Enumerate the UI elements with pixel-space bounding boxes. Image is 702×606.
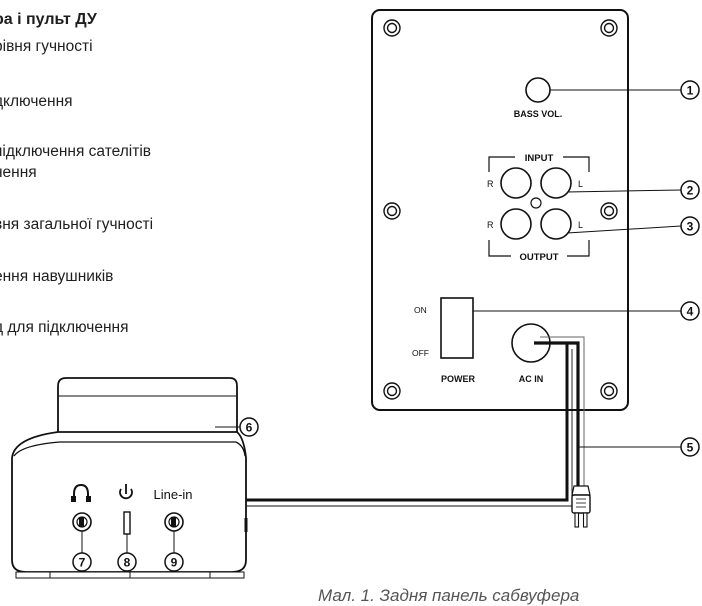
callout-8 [117, 552, 137, 572]
bass-volume-knob [525, 77, 551, 103]
screw-top-left [383, 19, 401, 37]
callout-8-label: 8 [124, 556, 131, 570]
callout-4 [680, 301, 700, 321]
callout-9-label: 9 [171, 556, 178, 570]
power-label: POWER [441, 374, 476, 384]
power-icon [119, 484, 133, 500]
ground-post [530, 197, 542, 209]
rca-jacks [500, 167, 572, 240]
remote-controller [11, 377, 248, 579]
callout-leaders [81, 89, 682, 553]
screw-bottom-right [600, 382, 618, 400]
input-r-jack [500, 167, 532, 199]
screw-mid-left [383, 202, 401, 220]
spec-item-5: вня загальної гучності [0, 216, 154, 233]
screws [383, 19, 618, 400]
io-bracket [488, 156, 590, 257]
output-l-jack [540, 208, 572, 240]
output-r-jack [500, 208, 532, 240]
spec-item-1: рівня гучності [0, 38, 93, 55]
spec-item-2: дключення [0, 93, 73, 110]
spec-title: ра і пульт ДУ [0, 11, 97, 28]
callout-6-label: 6 [246, 421, 253, 435]
spec-item-7: д для підключення [0, 319, 129, 336]
screw-bottom-left [383, 382, 401, 400]
callouts: 1 2 3 4 5 6 7 8 9 [72, 80, 700, 572]
output-label: OUTPUT [519, 252, 558, 263]
spec-item-6: ення навушників [0, 268, 114, 285]
back-panel [371, 9, 629, 411]
callout-5 [680, 437, 700, 457]
callout-6 [239, 417, 259, 437]
remote-knob [57, 377, 238, 432]
output-l-label: L [578, 220, 583, 230]
power-switch [440, 297, 474, 359]
callout-5-label: 5 [687, 441, 694, 455]
remote-cable [245, 341, 569, 502]
spec-item-3: підключення сателітів [0, 143, 152, 160]
power-cable-outline [540, 336, 585, 512]
output-r-label: R [487, 220, 494, 230]
screw-top-right [600, 19, 618, 37]
spec-item-4: нення [0, 164, 37, 181]
input-r-label: R [487, 179, 494, 189]
power-plug [571, 485, 591, 528]
bass-vol-label: BASS VOL. [514, 109, 563, 119]
input-l-jack [540, 167, 572, 199]
callout-1 [680, 80, 700, 100]
callout-2 [680, 180, 700, 200]
figure-caption: Мал. 1. Задня панель сабвуфера [318, 586, 580, 605]
callout-7 [72, 552, 92, 572]
on-label: ON [414, 305, 427, 315]
callout-9 [164, 552, 184, 572]
headphones-icon [71, 483, 91, 502]
screw-mid-right [600, 202, 618, 220]
callout-1-label: 1 [687, 84, 694, 98]
line-in-label: Line-in [153, 487, 192, 502]
input-label: INPUT [525, 153, 554, 164]
callout-4-label: 4 [687, 305, 694, 319]
off-label: OFF [412, 348, 429, 358]
callout-7-label: 7 [79, 556, 86, 570]
ac-in-label: AC IN [519, 374, 544, 384]
callout-2-label: 2 [687, 184, 694, 198]
input-l-label: L [578, 179, 583, 189]
remote-jacks [72, 511, 184, 535]
callout-3 [680, 216, 700, 236]
callout-3-label: 3 [687, 220, 694, 234]
